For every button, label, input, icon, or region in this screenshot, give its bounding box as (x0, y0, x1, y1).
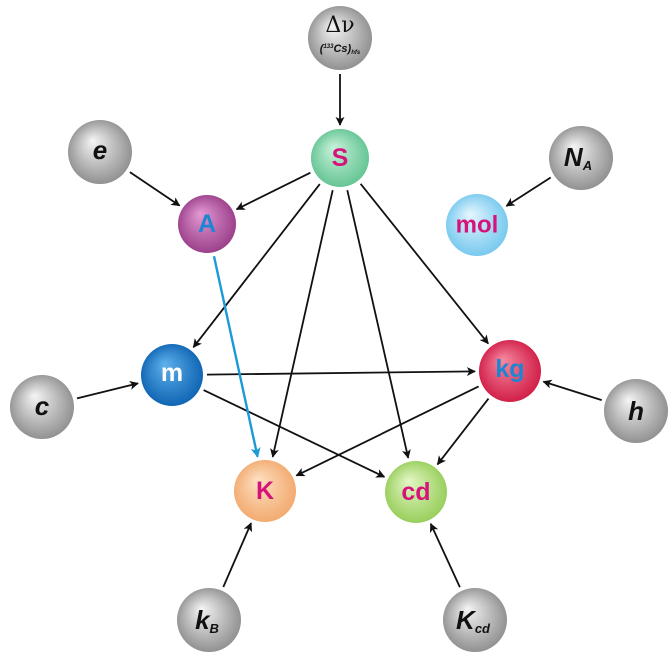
unit-node-kilogram: kg (479, 340, 541, 402)
arrow-kg-to-k (295, 385, 479, 477)
arrow-c-to-m (76, 380, 139, 400)
constant-symbol-delta-nu: Δν (325, 13, 354, 38)
constant-node-luminous-efficacy: Kcd (443, 588, 507, 652)
unit-label-kelvin: K (256, 477, 274, 505)
constant-label-na: NA (564, 142, 592, 173)
constant-node-speed-of-light: c (10, 375, 74, 439)
arrow-n-a-to-mol (505, 176, 552, 207)
arrow-s-to-a (235, 171, 311, 211)
arrow-s-to-m (192, 183, 321, 349)
constant-node-caesium-frequency: Δν (133Cs)hfs (308, 6, 372, 70)
arrow-kg-to-cd (436, 398, 490, 466)
constant-node-planck: h (604, 379, 668, 443)
arrow-s-to-cd (346, 190, 411, 459)
edges-layer (76, 74, 602, 588)
unit-label-mole: mol (456, 212, 499, 239)
unit-node-kelvin: K (234, 460, 296, 522)
constant-node-avogadro: NA (549, 126, 613, 190)
arrow-m-to-cd (203, 389, 386, 478)
constant-label-h: h (628, 396, 644, 426)
unit-label-metre: m (161, 359, 183, 387)
unit-label-kilogram: kg (495, 355, 524, 383)
constant-label-kb: kB (195, 605, 219, 636)
arrow-k-cd-to-cd (429, 522, 461, 588)
arrow-m-to-kg (206, 366, 476, 376)
arrow-s-to-k (270, 190, 334, 458)
constant-label-c: c (35, 391, 50, 421)
unit-node-ampere: A (178, 195, 236, 253)
unit-label-second: S (332, 144, 349, 172)
constant-label-e: e (93, 135, 107, 165)
arrow-a-to-k (212, 255, 261, 458)
arrow-h-to-kg (542, 379, 602, 401)
unit-node-mole: mol (446, 194, 508, 256)
unit-node-second: S (311, 129, 369, 187)
unit-label-ampere: A (198, 210, 216, 238)
unit-node-candela: cd (385, 461, 447, 523)
constant-node-elementary-charge: e (68, 120, 132, 184)
constant-label-kcd: Kcd (456, 605, 491, 636)
constant-node-boltzmann: kB (177, 588, 241, 652)
arrow-k-b-to-k (222, 522, 252, 588)
unit-label-candela: cd (401, 478, 430, 506)
arrow-e-to-a (129, 171, 181, 207)
arrow-s-to-kg (359, 183, 489, 345)
unit-node-metre: m (141, 344, 203, 406)
